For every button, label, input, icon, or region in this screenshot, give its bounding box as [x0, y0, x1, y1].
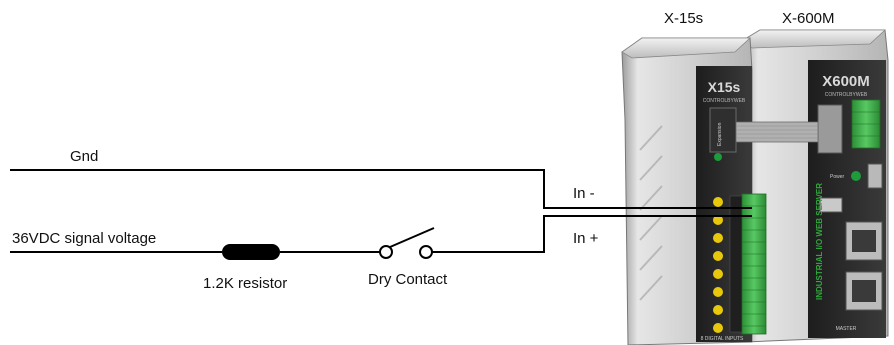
x600m-usb-a-port — [819, 197, 843, 213]
x600m-power-label: Power — [830, 174, 845, 180]
ribbon-cable — [735, 121, 819, 143]
device-x600m: X600M CONTROLBYWEB Power INDUSTRIAL I/O … — [739, 29, 889, 343]
gnd-label: Gnd — [70, 148, 99, 165]
x600m-side-text: INDUSTRIAL I/O WEB SERVER — [815, 183, 824, 300]
device-x15s-label: X-15s — [664, 10, 704, 27]
x15s-maker: CONTROLBYWEB — [703, 98, 746, 104]
in-plus-label: In + — [573, 230, 599, 247]
gnd-wire — [10, 169, 752, 209]
x15s-expansion-connector — [709, 107, 737, 153]
x600m-brand: X600M — [822, 73, 870, 90]
dry-contact-label: Dry Contact — [368, 271, 448, 288]
x600m-expansion-connector — [817, 104, 843, 154]
device-x600m-label: X-600M — [782, 10, 835, 27]
device-x15s: X15s CONTROLBYWEB Expansion — [621, 37, 819, 345]
x600m-footer: MASTER — [836, 326, 857, 332]
signal-voltage-label: 36VDC signal voltage — [12, 230, 157, 247]
x600m-usb-b-port — [867, 163, 883, 189]
x15s-terminal-block — [741, 193, 767, 335]
x15s-expansion-label: Expansion — [717, 122, 723, 146]
x15s-brand: X15s — [708, 79, 741, 95]
resistor-label: 1.2K resistor — [203, 275, 288, 292]
x600m-maker: CONTROLBYWEB — [825, 92, 868, 98]
in-minus-label: In - — [573, 185, 595, 202]
x15s-footer: 8 DIGITAL INPUTS — [701, 336, 744, 342]
resistor-symbol — [222, 244, 280, 260]
x600m-power-led — [851, 171, 861, 181]
x15s-input-leds — [713, 197, 723, 333]
x15s-power-led — [714, 153, 722, 161]
dry-contact-switch — [379, 227, 435, 259]
